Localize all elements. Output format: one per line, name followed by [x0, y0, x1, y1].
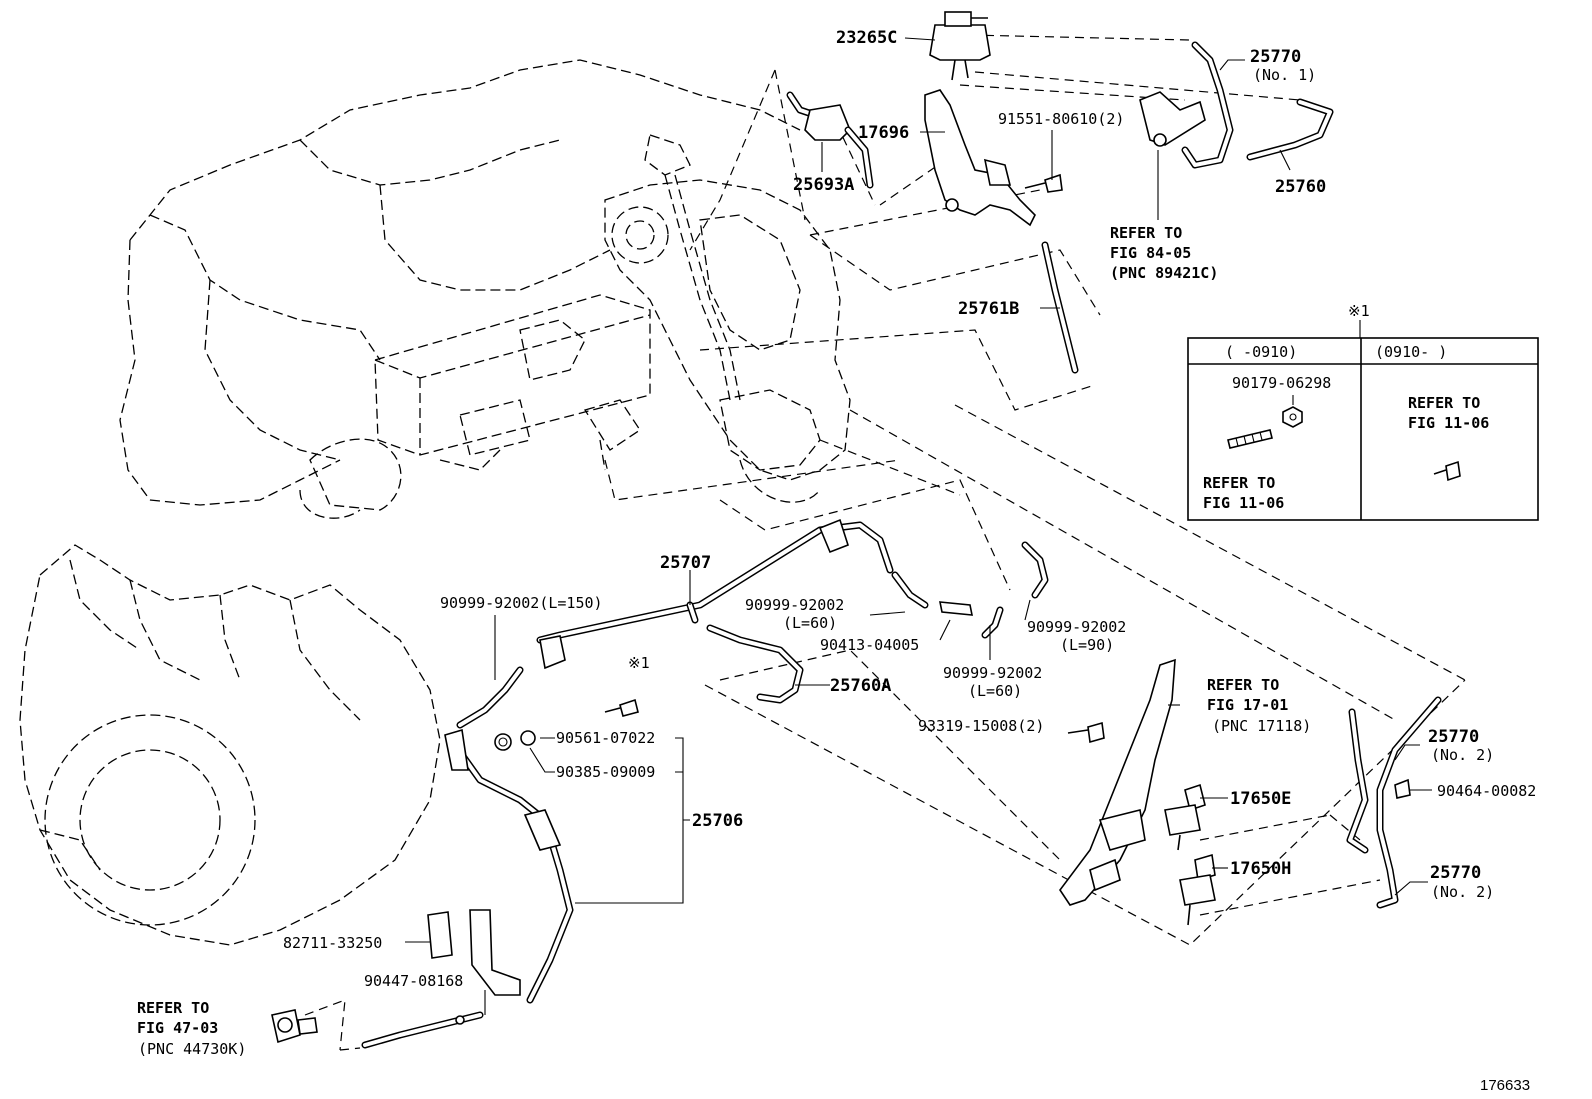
- ref-17-01-line1[interactable]: REFER TO: [1207, 676, 1279, 694]
- ref-47-03-line1[interactable]: REFER TO: [137, 999, 209, 1017]
- label-91551[interactable]: 91551-80610(2): [998, 110, 1124, 128]
- label-25760A[interactable]: 25760A: [830, 676, 891, 696]
- label-25770-no2a-sub: (No. 2): [1431, 746, 1494, 764]
- label-90999-L60b[interactable]: 90999-92002: [943, 664, 1042, 682]
- note-table-nut-icon: [1282, 395, 1303, 428]
- note-table-col2-ref1[interactable]: REFER TO: [1408, 394, 1480, 412]
- part-17650H[interactable]: [1179, 853, 1216, 926]
- label-90999-L60a-sub: (L=60): [783, 614, 837, 632]
- part-90999-hoses[interactable]: [456, 541, 1049, 729]
- diagram-id: 176633: [1480, 1077, 1530, 1094]
- note-table-col2-header: (0910- ): [1375, 343, 1447, 361]
- part-25706-pipe[interactable]: [444, 728, 574, 1004]
- label-25770-no2a[interactable]: 25770: [1428, 727, 1479, 747]
- part-25760A-hose[interactable]: [706, 624, 804, 704]
- label-25770-no2b-sub: (No. 2): [1431, 883, 1494, 901]
- label-25761B[interactable]: 25761B: [958, 299, 1019, 319]
- ref-47-03-line2[interactable]: FIG 47-03: [137, 1019, 218, 1037]
- part-25707-pipe[interactable]: [536, 518, 894, 670]
- ref-17-01-line2[interactable]: FIG 17-01: [1207, 696, 1288, 714]
- part-25693A[interactable]: [786, 91, 874, 189]
- label-25693A[interactable]: 25693A: [793, 175, 854, 195]
- label-23265C[interactable]: 23265C: [836, 28, 897, 48]
- label-17650H[interactable]: 17650H: [1230, 859, 1291, 879]
- leader-lines: [405, 37, 1432, 1015]
- note-table: ※1 ( -0910) (0910- ) 90179-06298 REFER T…: [1187, 302, 1539, 521]
- label-90999-L90[interactable]: 90999-92002: [1027, 618, 1126, 636]
- label-25706[interactable]: 25706: [692, 811, 743, 831]
- label-90385[interactable]: 90385-09009: [556, 763, 655, 781]
- part-pressure-sensor[interactable]: [1139, 91, 1206, 147]
- part-25760-hose[interactable]: [1246, 98, 1334, 161]
- ref-47-03-line3[interactable]: (PNC 44730K): [138, 1040, 246, 1058]
- label-25760[interactable]: 25760: [1275, 177, 1326, 197]
- label-90464[interactable]: 90464-00082: [1437, 782, 1536, 800]
- part-bracket-17-01[interactable]: [1059, 658, 1176, 906]
- label-90413[interactable]: 90413-04005: [820, 636, 919, 654]
- label-25770-no1[interactable]: 25770: [1250, 47, 1301, 67]
- label-note-mark: ※1: [628, 654, 650, 672]
- note-table-stud-icon: [1227, 429, 1273, 449]
- label-17696[interactable]: 17696: [858, 123, 909, 143]
- part-ref-47-03[interactable]: [271, 1009, 318, 1044]
- part-labels: 23265C 25770 (No. 1) 17696 91551-80610(2…: [137, 28, 1536, 1094]
- label-17650E[interactable]: 17650E: [1230, 789, 1291, 809]
- ref-84-05-line3[interactable]: (PNC 89421C): [1110, 264, 1218, 282]
- part-25770-no1[interactable]: [1181, 41, 1234, 169]
- label-25707[interactable]: 25707: [660, 553, 711, 573]
- note-table-mark: ※1: [1348, 302, 1370, 320]
- part-23265C[interactable]: [929, 11, 991, 81]
- part-nuts[interactable]: [494, 698, 639, 751]
- part-bracket-clip[interactable]: [361, 909, 521, 1049]
- part-91551-bolt[interactable]: [1024, 173, 1063, 193]
- note-table-bolt-icon: [1433, 460, 1461, 482]
- label-90999-L150[interactable]: 90999-92002(L=150): [440, 594, 603, 612]
- part-17650E[interactable]: [1164, 783, 1206, 851]
- note-table-col1-ref1[interactable]: REFER TO: [1203, 474, 1275, 492]
- label-90561[interactable]: 90561-07022: [556, 729, 655, 747]
- label-90999-L60a[interactable]: 90999-92002: [745, 596, 844, 614]
- engine-outline: [19, 59, 851, 946]
- label-25770-no1-sub: (No. 1): [1253, 66, 1316, 84]
- label-82711[interactable]: 82711-33250: [283, 934, 382, 952]
- part-25761B[interactable]: [1041, 241, 1079, 374]
- note-table-col1-ref2[interactable]: FIG 11-06: [1203, 494, 1284, 512]
- label-90999-L60b-sub: (L=60): [968, 682, 1022, 700]
- label-90999-L90-sub: (L=90): [1060, 636, 1114, 654]
- part-17696-bracket[interactable]: [924, 89, 1036, 227]
- label-25770-no2b[interactable]: 25770: [1430, 863, 1481, 883]
- label-93319[interactable]: 93319-15008(2): [918, 717, 1044, 735]
- part-93319-bolt[interactable]: [1067, 721, 1105, 744]
- note-table-col1-part[interactable]: 90179-06298: [1232, 374, 1331, 392]
- label-90447[interactable]: 90447-08168: [364, 972, 463, 990]
- note-table-col2-ref2[interactable]: FIG 11-06: [1408, 414, 1489, 432]
- note-table-col1-header: ( -0910): [1225, 343, 1297, 361]
- part-25770-no2[interactable]: [1346, 696, 1442, 909]
- ref-84-05-line1[interactable]: REFER TO: [1110, 224, 1182, 242]
- ref-84-05-line2[interactable]: FIG 84-05: [1110, 244, 1191, 262]
- ref-17-01-line3[interactable]: (PNC 17118): [1212, 717, 1311, 735]
